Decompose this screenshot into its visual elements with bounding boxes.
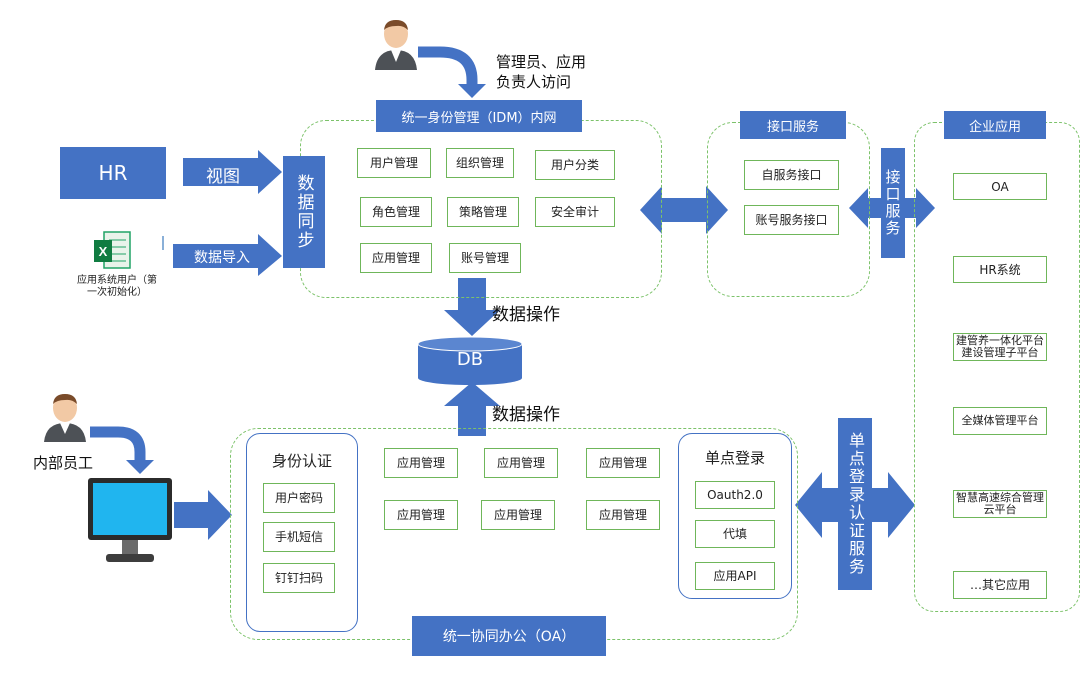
svg-text:X: X	[99, 244, 108, 259]
idm-module-audit[interactable]: 安全审计	[535, 197, 615, 227]
sso-oauth[interactable]: Oauth2.0	[695, 481, 775, 509]
oa-app-6[interactable]: 应用管理	[586, 500, 660, 530]
idm-interface-arrow	[640, 186, 728, 234]
hr-box: HR	[60, 147, 166, 199]
idm-module-account[interactable]: 账号管理	[449, 243, 521, 273]
enterprise-other-apps[interactable]: …其它应用	[953, 571, 1047, 599]
view-label: 视图	[206, 167, 240, 187]
employee-label: 内部员工	[33, 454, 94, 472]
admin-arrow-head	[458, 84, 486, 98]
auth-sms[interactable]: 手机短信	[263, 522, 335, 552]
data-op-top-label: 数据操作	[492, 305, 560, 325]
oa-app-2[interactable]: 应用管理	[484, 448, 558, 478]
excel-caption: 应用系统用户（第一次初始化）	[77, 275, 157, 298]
view-arrow	[183, 150, 282, 194]
auth-password[interactable]: 用户密码	[263, 483, 335, 513]
idm-module-app[interactable]: 应用管理	[360, 243, 432, 273]
oa-app-4[interactable]: 应用管理	[384, 500, 458, 530]
employee-person-icon	[42, 392, 88, 442]
db-label: DB	[456, 349, 484, 370]
oa-db-arrow	[444, 382, 500, 436]
interface-service-arrow-label: 接口服务	[881, 148, 905, 258]
auth-dingtalk-scan[interactable]: 钉钉扫码	[263, 563, 335, 593]
idm-module-policy[interactable]: 策略管理	[447, 197, 519, 227]
admin-arrow	[418, 46, 478, 86]
data-op-bottom-label: 数据操作	[492, 405, 560, 425]
account-service-interface[interactable]: 账号服务接口	[744, 205, 839, 235]
import-label: 数据导入	[194, 250, 250, 266]
import-arrow	[173, 234, 282, 276]
sso-service-label: 单点登录认证服务	[838, 418, 872, 590]
idm-db-arrow	[444, 278, 500, 336]
enterprise-oa[interactable]: OA	[953, 173, 1047, 200]
oa-app-1[interactable]: 应用管理	[384, 448, 458, 478]
monitor-oa-arrow	[174, 490, 232, 540]
oa-app-3[interactable]: 应用管理	[586, 448, 660, 478]
oa-title: 统一协同办公（OA）	[412, 616, 606, 656]
idm-module-org[interactable]: 组织管理	[446, 148, 514, 178]
enterprise-construction-platform[interactable]: 建管养一体化平台建设管理子平台	[953, 333, 1047, 361]
enterprise-highway-cloud[interactable]: 智慧高速综合管理云平台	[953, 490, 1047, 518]
excel-icon: X	[92, 230, 132, 272]
oa-app-5[interactable]: 应用管理	[481, 500, 555, 530]
employee-arrow-head	[126, 460, 154, 474]
monitor-icon	[86, 476, 174, 566]
sso-app-api[interactable]: 应用API	[695, 562, 775, 590]
enterprise-media-platform[interactable]: 全媒体管理平台	[953, 407, 1047, 435]
self-service-interface[interactable]: 自服务接口	[744, 160, 839, 190]
idm-module-user[interactable]: 用户管理	[357, 148, 431, 178]
admin-person-icon	[373, 18, 419, 70]
admin-label: 管理员、应用 负责人访问	[496, 53, 587, 91]
idm-module-user-class[interactable]: 用户分类	[535, 150, 615, 180]
excel-thin-line	[162, 236, 164, 250]
employee-arrow	[90, 426, 146, 462]
interface-title: 接口服务	[740, 111, 846, 139]
sso-autofill[interactable]: 代填	[695, 520, 775, 548]
enterprise-hr-system[interactable]: HR系统	[953, 256, 1047, 283]
db-cylinder	[416, 336, 524, 386]
enterprise-title: 企业应用	[944, 111, 1046, 139]
auth-title: 身份认证	[271, 452, 332, 470]
idm-title: 统一身份管理（IDM）内网	[376, 100, 582, 132]
idm-module-role[interactable]: 角色管理	[360, 197, 432, 227]
sso-title: 单点登录	[704, 449, 765, 467]
data-sync-box: 数据同步	[283, 156, 325, 268]
